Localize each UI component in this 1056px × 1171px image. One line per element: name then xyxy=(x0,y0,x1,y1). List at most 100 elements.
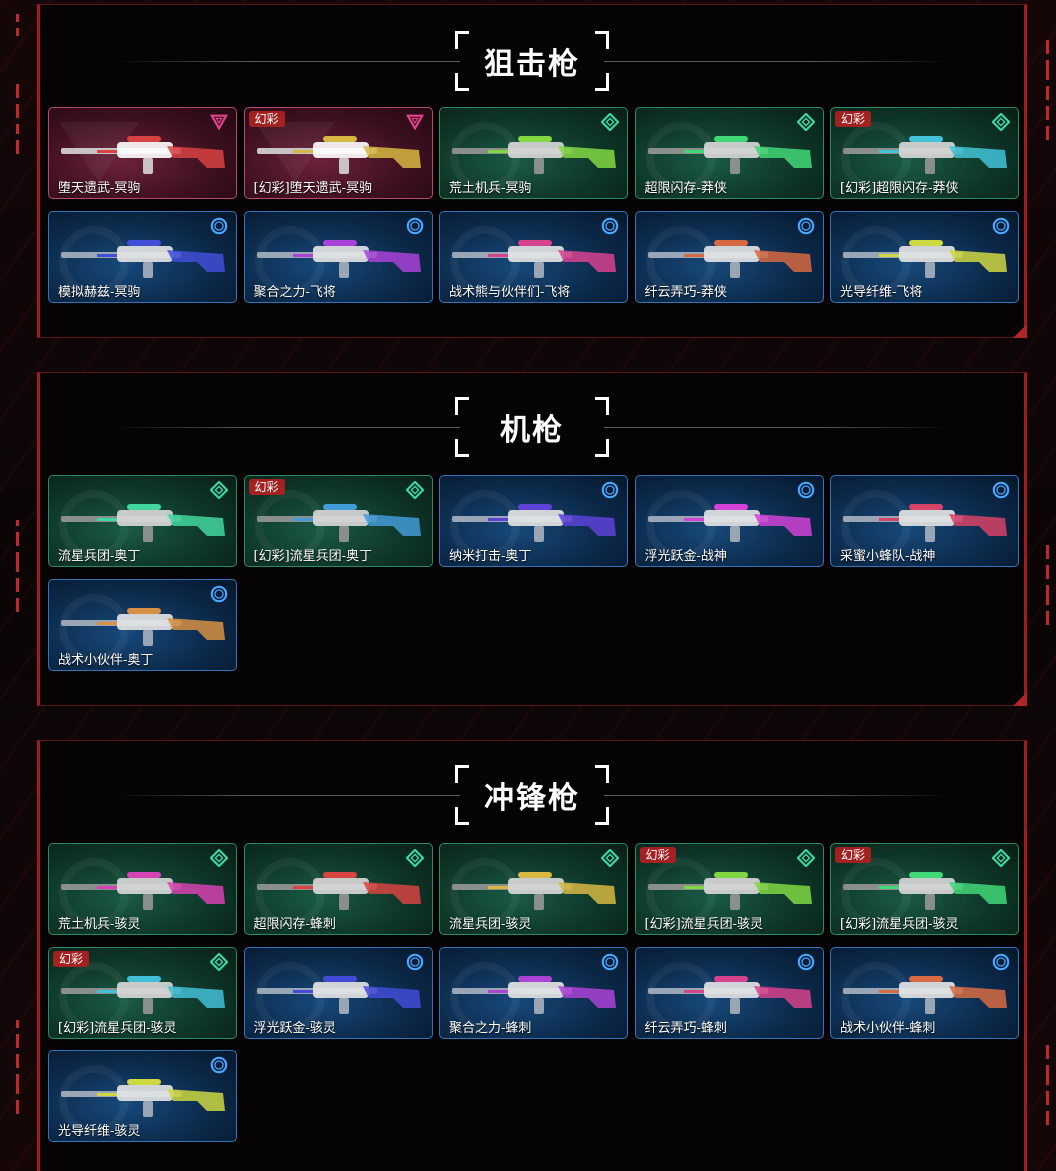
section-title-row: 冲锋枪 xyxy=(40,765,1024,825)
weapon-skin-card[interactable]: 荒土机兵-冥驹 xyxy=(439,107,628,199)
diamond-tier-icon xyxy=(209,951,229,972)
right-deco-bottom xyxy=(1046,1045,1050,1131)
weapon-skin-name: 荒土机兵-骇灵 xyxy=(58,917,141,932)
weapon-skin-card[interactable]: 幻彩[幻彩]流星兵团-骇灵 xyxy=(48,946,237,1039)
weapon-image xyxy=(57,232,229,284)
weapon-image xyxy=(839,864,1011,916)
weapon-skin-name: 光导纤维-骇灵 xyxy=(58,1124,141,1139)
weapon-image xyxy=(448,968,620,1020)
section-title-row: 机枪 xyxy=(40,397,1024,457)
weapon-skin-card[interactable]: 采蜜小蜂队-战神 xyxy=(830,475,1019,567)
weapon-image xyxy=(253,128,425,180)
circle-tier-icon xyxy=(210,1056,228,1074)
weapon-image xyxy=(839,968,1011,1020)
weapon-skin-card[interactable]: 聚合之力-蜂刺 xyxy=(439,946,628,1039)
diamond-tier-icon xyxy=(404,480,425,500)
circle-tier-icon xyxy=(992,481,1010,499)
circle-tier-icon xyxy=(406,953,424,971)
section-title: 冲锋枪 xyxy=(484,781,580,816)
weapon-skin-name: 纳米打击-奥丁 xyxy=(449,549,532,564)
diamond-tier-icon xyxy=(795,848,816,868)
circle-tier-icon xyxy=(797,953,815,971)
weapon-skin-card[interactable]: 流星兵团-骇灵 xyxy=(439,843,628,935)
left-deco-bottom xyxy=(16,1020,20,1120)
weapon-image xyxy=(253,864,425,916)
diamond-tier-icon xyxy=(600,848,620,868)
weapon-skin-name: 流星兵团-奥丁 xyxy=(58,549,141,564)
weapon-skin-card[interactable]: 战术小伙伴-奥丁 xyxy=(48,578,237,671)
left-deco-strip xyxy=(16,84,20,160)
right-deco-top xyxy=(1046,40,1050,146)
weapon-skin-card[interactable]: 浮光跃金-骇灵 xyxy=(243,946,433,1039)
weapon-skin-card[interactable]: 模拟赫兹-冥驹 xyxy=(48,210,237,303)
weapon-skin-name: [幻彩]流星兵团-奥丁 xyxy=(253,549,373,564)
phantom-badge: 幻彩 xyxy=(53,950,90,967)
weapon-skin-card[interactable]: 超限闪存-蜂刺 xyxy=(243,843,433,935)
weapon-skin-name: [幻彩]流星兵团-骇灵 xyxy=(644,917,764,932)
circle-tier-icon xyxy=(601,953,619,971)
weapon-skin-card[interactable]: 幻彩 [幻彩]流星兵团-骇灵 xyxy=(634,843,824,935)
diamond-tier-icon xyxy=(991,112,1011,132)
weapon-skin-card[interactable]: 堕天遗武-冥驹 xyxy=(48,107,237,199)
weapon-image xyxy=(448,232,620,284)
left-deco-mid xyxy=(16,520,20,618)
weapon-skin-card[interactable]: 幻彩[幻彩]堕天遗武-冥驹 xyxy=(243,107,433,199)
weapon-image xyxy=(839,232,1011,284)
right-deco-mid xyxy=(1046,545,1050,631)
weapon-skin-name: [幻彩]流星兵团-骇灵 xyxy=(840,917,959,932)
section-title-frame: 冲锋枪 xyxy=(455,765,609,825)
weapon-skin-card[interactable]: 光导纤维-骇灵 xyxy=(48,1050,237,1142)
weapon-skin-card[interactable]: 纤云弄巧-蜂刺 xyxy=(634,946,824,1039)
section-title: 机枪 xyxy=(500,413,564,448)
weapon-skin-card[interactable]: 聚合之力-飞将 xyxy=(243,210,433,303)
circle-tier-icon xyxy=(797,481,815,499)
weapon-skin-name: [幻彩]堕天遗武-冥驹 xyxy=(253,181,373,196)
weapon-image xyxy=(839,128,1011,180)
phantom-badge: 幻彩 xyxy=(639,847,676,863)
circle-tier-icon xyxy=(601,217,619,235)
section-smg: 冲锋枪 荒土机兵-骇灵 超限闪存-蜂刺 流星兵团-骇灵 幻彩 [幻彩]流星兵团-骇… xyxy=(37,740,1027,1171)
weapon-image xyxy=(57,496,229,548)
weapon-image xyxy=(57,128,229,180)
circle-tier-icon xyxy=(797,217,815,235)
weapon-image xyxy=(57,600,229,652)
weapon-image xyxy=(253,496,425,548)
diamond-tier-icon xyxy=(600,112,620,132)
weapon-skin-card[interactable]: 流星兵团-奥丁 xyxy=(48,475,237,567)
weapon-skin-card[interactable]: 超限闪存-莽侠 xyxy=(634,107,824,199)
phantom-badge: 幻彩 xyxy=(835,847,872,863)
left-deco-top xyxy=(16,14,20,42)
weapon-skin-card[interactable]: 纳米打击-奥丁 xyxy=(439,475,628,567)
circle-tier-icon xyxy=(992,953,1010,971)
weapon-skin-card[interactable]: 战术熊与伙伴们-飞将 xyxy=(439,210,628,303)
weapon-image xyxy=(644,232,816,284)
circle-tier-icon xyxy=(601,481,619,499)
weapon-image xyxy=(644,968,816,1020)
weapon-skin-card[interactable]: 幻彩[幻彩]超限闪存-莽侠 xyxy=(830,107,1019,199)
circle-tier-icon xyxy=(210,217,228,235)
weapon-skin-name: 浮光跃金-战神 xyxy=(644,549,727,564)
section-machine-gun: 机枪 流星兵团-奥丁 幻彩[幻彩]流星兵团-奥丁 纳米打击-奥丁 浮光跃金-战神 xyxy=(37,372,1027,706)
diamond-tier-icon xyxy=(404,848,425,868)
circle-tier-icon xyxy=(992,217,1010,235)
weapon-image xyxy=(57,1071,229,1123)
diamond-tier-icon xyxy=(209,480,229,500)
weapon-skin-card[interactable]: 幻彩[幻彩]流星兵团-奥丁 xyxy=(243,475,433,567)
weapon-skin-card[interactable]: 纤云弄巧-莽侠 xyxy=(634,210,824,303)
weapon-skin-card[interactable]: 浮光跃金-战神 xyxy=(634,475,824,567)
weapon-skin-name: 纤云弄巧-蜂刺 xyxy=(644,1020,727,1036)
weapon-skin-name: 模拟赫兹-冥驹 xyxy=(58,284,141,300)
weapon-skin-name: 战术小伙伴-蜂刺 xyxy=(840,1020,936,1036)
weapon-skin-name: 流星兵团-骇灵 xyxy=(449,917,532,932)
diamond-tier-icon xyxy=(795,112,816,132)
weapon-skin-card[interactable]: 光导纤维-飞将 xyxy=(830,210,1019,303)
weapon-skin-card[interactable]: 战术小伙伴-蜂刺 xyxy=(830,946,1019,1039)
weapon-skin-card[interactable]: 幻彩 [幻彩]流星兵团-骇灵 xyxy=(830,843,1019,935)
weapon-image xyxy=(448,496,620,548)
section-title: 狙击枪 xyxy=(484,47,580,82)
weapon-skin-name: 聚合之力-飞将 xyxy=(253,284,336,300)
phantom-badge: 幻彩 xyxy=(835,111,872,127)
weapon-image xyxy=(448,864,620,916)
weapon-image xyxy=(644,496,816,548)
weapon-skin-card[interactable]: 荒土机兵-骇灵 xyxy=(48,843,237,935)
